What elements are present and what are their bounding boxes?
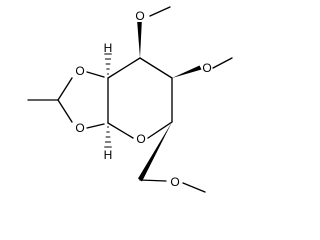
hashed-bond-upper-h <box>104 53 112 75</box>
atom-o-methoxy-top: O <box>135 9 144 23</box>
wedge-c2-o-top <box>137 22 142 58</box>
atom-o-methoxy-bottom: O <box>170 175 179 189</box>
bond-o-bottom-methyl <box>182 182 206 193</box>
atom-labels: O O O O O O H H <box>75 9 211 189</box>
atom-h-upper: H <box>104 41 113 55</box>
atom-o-pyranose: O <box>136 132 145 146</box>
bond-ch2-o-bottom <box>139 179 167 182</box>
bond-c1-c2 <box>107 57 141 79</box>
plain-bonds <box>27 6 233 193</box>
bond-o-top-methyl <box>149 6 171 17</box>
bond-acetal-o-upper <box>57 77 73 101</box>
bond-o-upper-c1 <box>86 71 105 78</box>
wedge-c3-o-right <box>172 65 202 78</box>
hashed-bond-lower-h <box>104 126 112 148</box>
atom-o-ring-lower: O <box>75 121 84 135</box>
atom-o-ring-upper: O <box>75 64 84 78</box>
bond-o-right-methyl <box>212 57 233 69</box>
atom-o-methoxy-right: O <box>202 61 211 75</box>
bond-acetal-o-lower <box>57 99 73 123</box>
wedge-c4-ch2 <box>138 122 172 182</box>
atom-h-lower: H <box>104 148 113 162</box>
bond-c2-c3 <box>139 57 173 79</box>
bond-o-ring-c5 <box>107 122 134 139</box>
bond-c4-o-ring <box>147 121 173 139</box>
wedge-bonds <box>137 22 202 182</box>
molecule-structure: O O O O O O H H <box>27 6 233 193</box>
bond-o-lower-c5 <box>86 123 105 129</box>
